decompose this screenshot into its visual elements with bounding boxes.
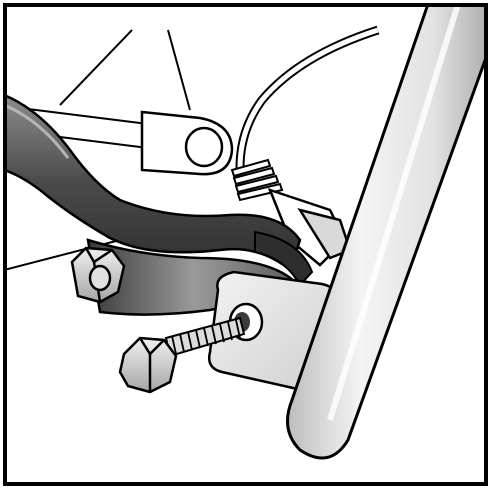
hex-bolt-icon (70, 246, 126, 304)
tube-icon (286, 6, 485, 460)
outer-frame (3, 3, 488, 486)
bent-arm-icon (6, 94, 302, 273)
spring-icon (230, 158, 284, 202)
clevis-icon (140, 110, 234, 176)
threaded-bolt-icon (118, 316, 246, 394)
cable-icon (235, 25, 380, 169)
